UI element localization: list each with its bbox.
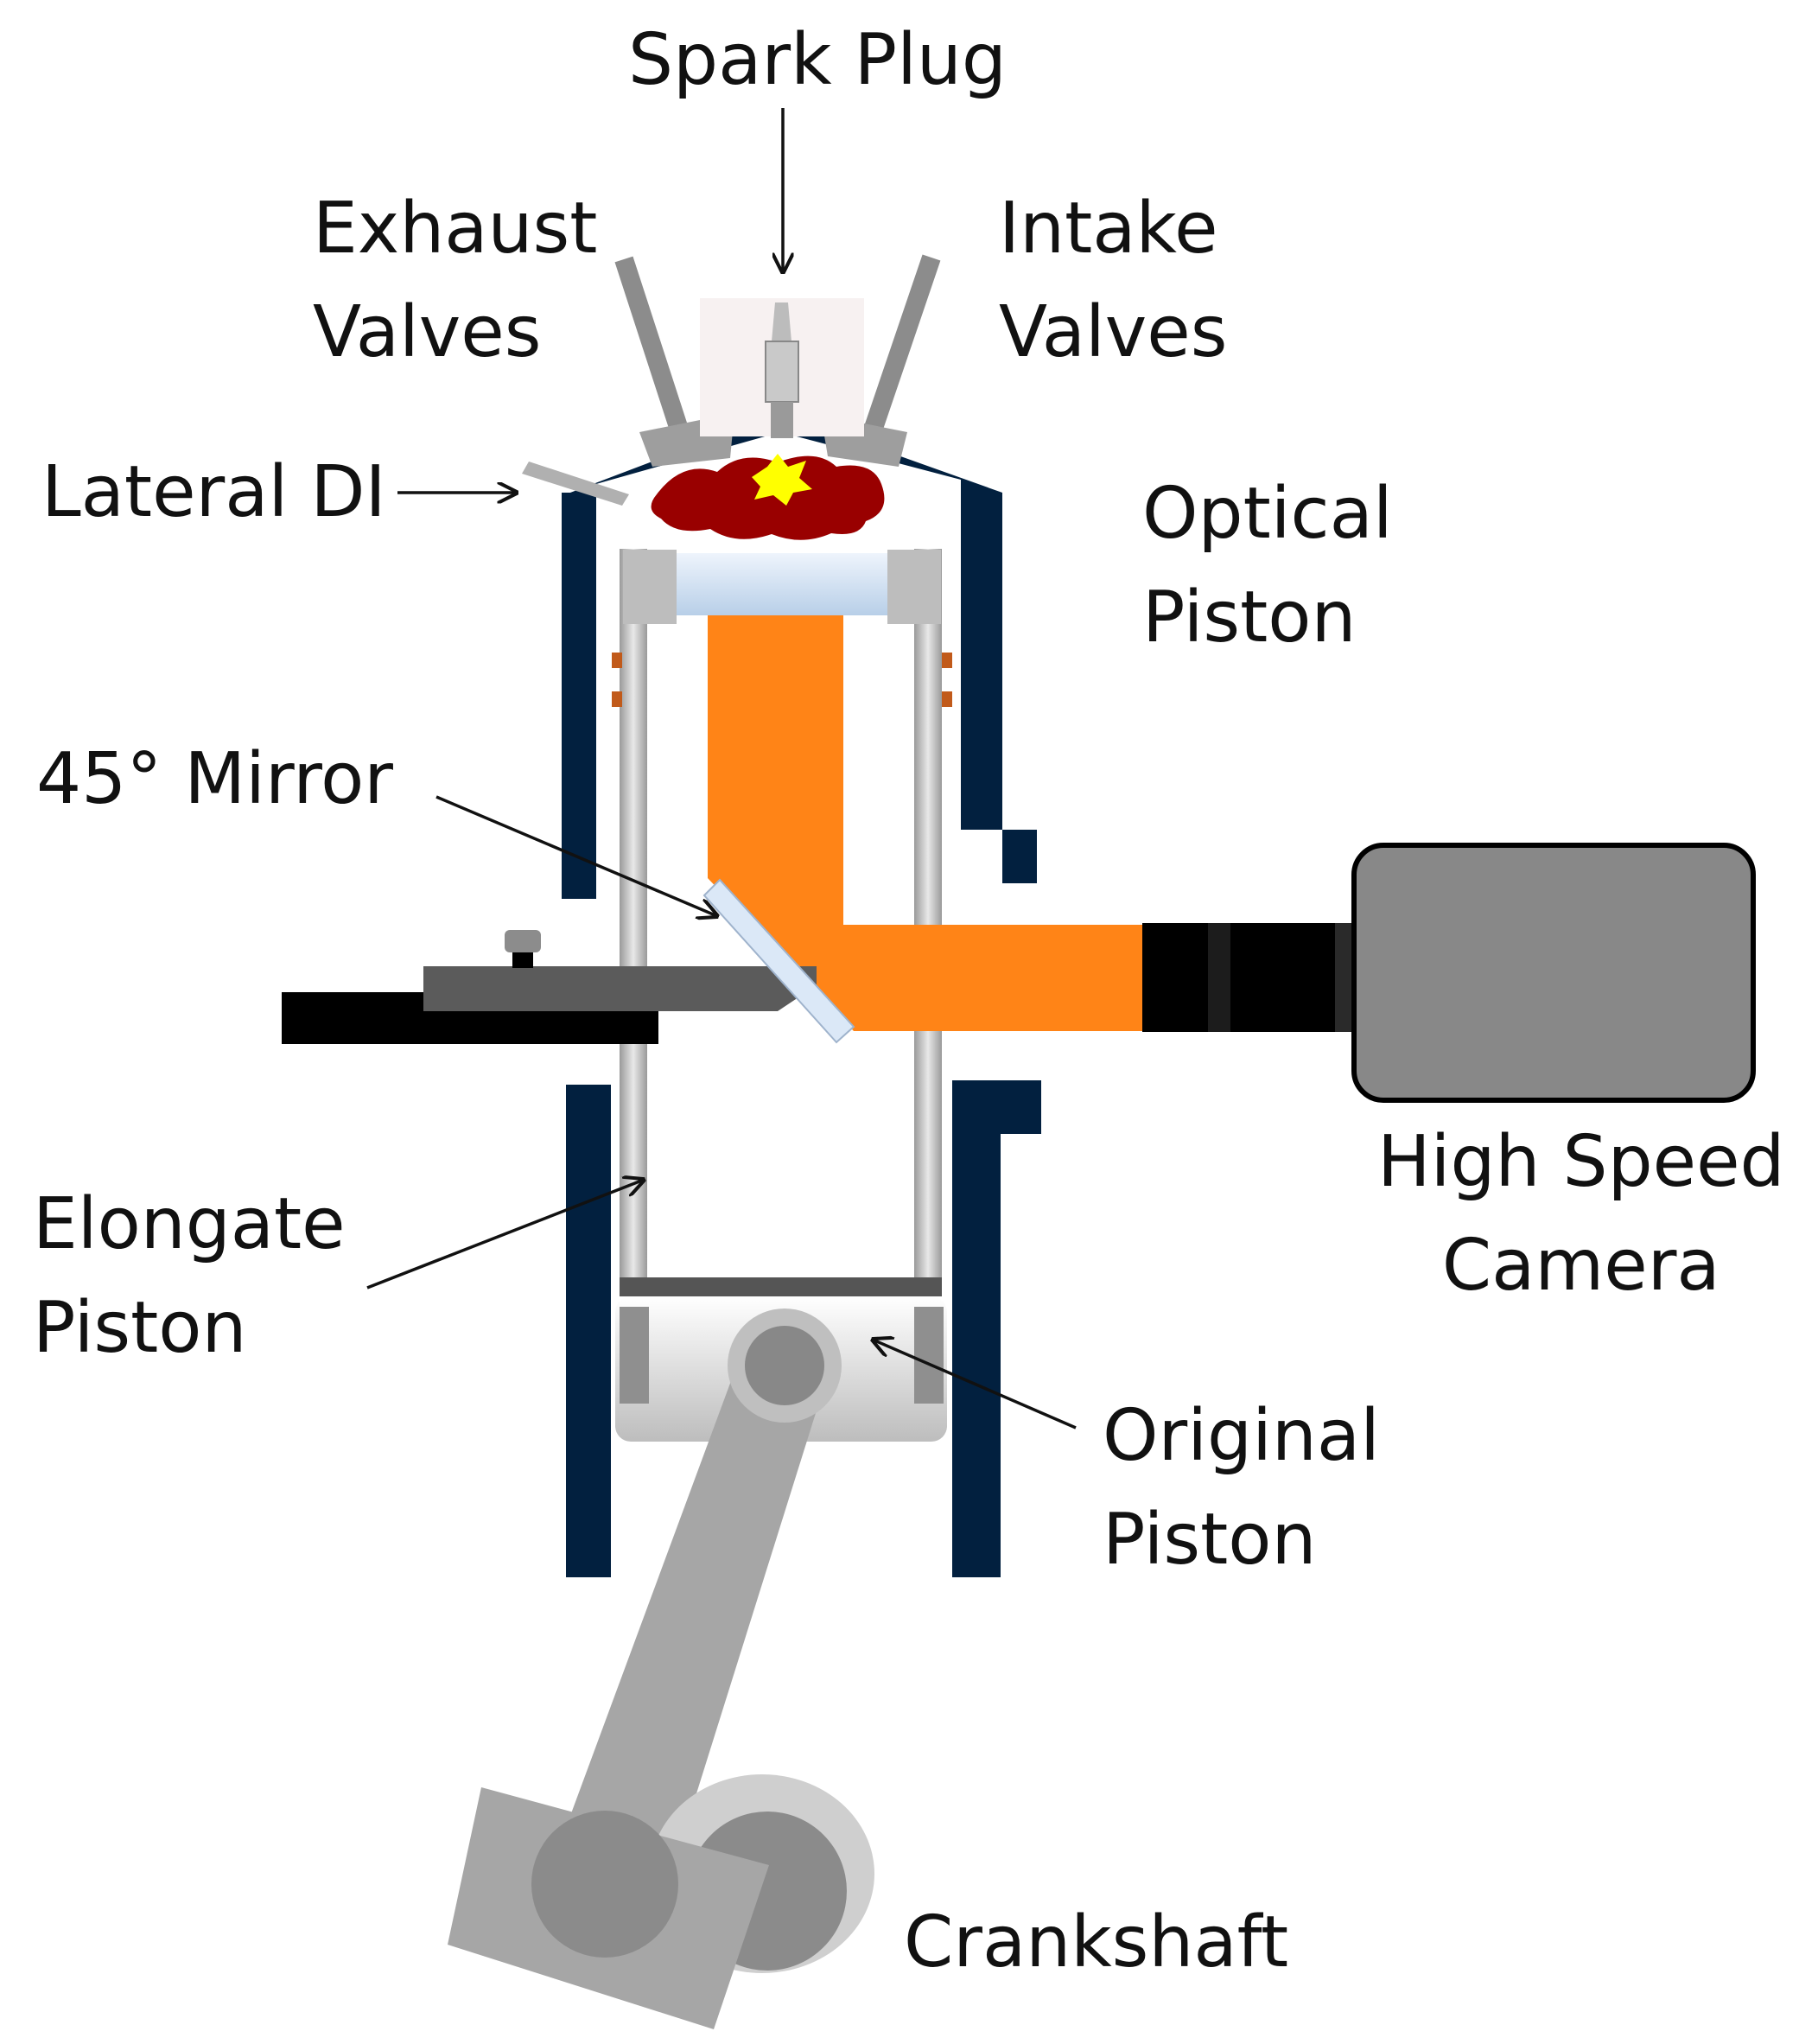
optical-piston-label: Optical Piston xyxy=(1142,462,1393,670)
elongate-piston-line-1: Elongate xyxy=(33,1183,346,1265)
high-speed-camera xyxy=(1142,843,1756,1103)
high-speed-camera-label: High Speed Camera xyxy=(1377,1111,1785,1318)
crankcase-walls xyxy=(566,1080,1041,1577)
elongate-piston-arrow xyxy=(366,1180,644,1289)
light-path xyxy=(708,615,1142,1031)
spark-plug-label: Spark Plug xyxy=(628,19,1007,101)
intake-valves-label: Intake Valves xyxy=(999,177,1227,385)
annotation-arrows xyxy=(366,108,1077,1430)
original-piston-line-1: Original xyxy=(1103,1395,1380,1477)
elongate-piston-line-2: Piston xyxy=(33,1287,247,1369)
exhaust-valves-line-1: Exhaust xyxy=(313,188,598,270)
crankshaft-label: Crankshaft xyxy=(904,1901,1289,1984)
lateral-di-injector xyxy=(522,462,629,506)
optical-window xyxy=(677,553,887,615)
right-lower-wall xyxy=(952,1080,1041,1577)
mirror-arrow xyxy=(435,795,717,916)
elongated-piston xyxy=(612,549,952,1292)
connecting-rod xyxy=(553,1348,825,1893)
flame-core xyxy=(752,454,812,506)
flame-kernel xyxy=(651,455,885,540)
original-piston-label: Original Piston xyxy=(1103,1385,1380,1592)
optical-piston-line-2: Piston xyxy=(1142,576,1357,659)
intake-valves-line-1: Intake xyxy=(999,188,1218,270)
mirror-label: 45° Mirror xyxy=(36,738,394,820)
exhaust-valves-line-2: Valves xyxy=(313,291,542,373)
original-piston-line-2: Piston xyxy=(1103,1499,1317,1581)
mirror-45 xyxy=(702,878,855,1044)
high-speed-camera-line-2: Camera xyxy=(1441,1225,1720,1307)
crankshaft xyxy=(448,1774,874,2029)
exhaust-valves-label: Exhaust Valves xyxy=(313,177,597,385)
spark-plug xyxy=(700,298,864,438)
elongate-piston-label: Elongate Piston xyxy=(33,1173,346,1380)
left-lower-wall xyxy=(566,1085,611,1577)
wrist-pin xyxy=(728,1309,842,1423)
intake-valves-line-2: Valves xyxy=(999,291,1228,373)
original-piston-arrow xyxy=(873,1340,1077,1430)
optical-piston-line-1: Optical xyxy=(1142,473,1393,555)
lateral-di-label: Lateral DI xyxy=(41,451,386,533)
mirror-mount xyxy=(282,930,817,1044)
high-speed-camera-line-1: High Speed xyxy=(1377,1121,1785,1203)
